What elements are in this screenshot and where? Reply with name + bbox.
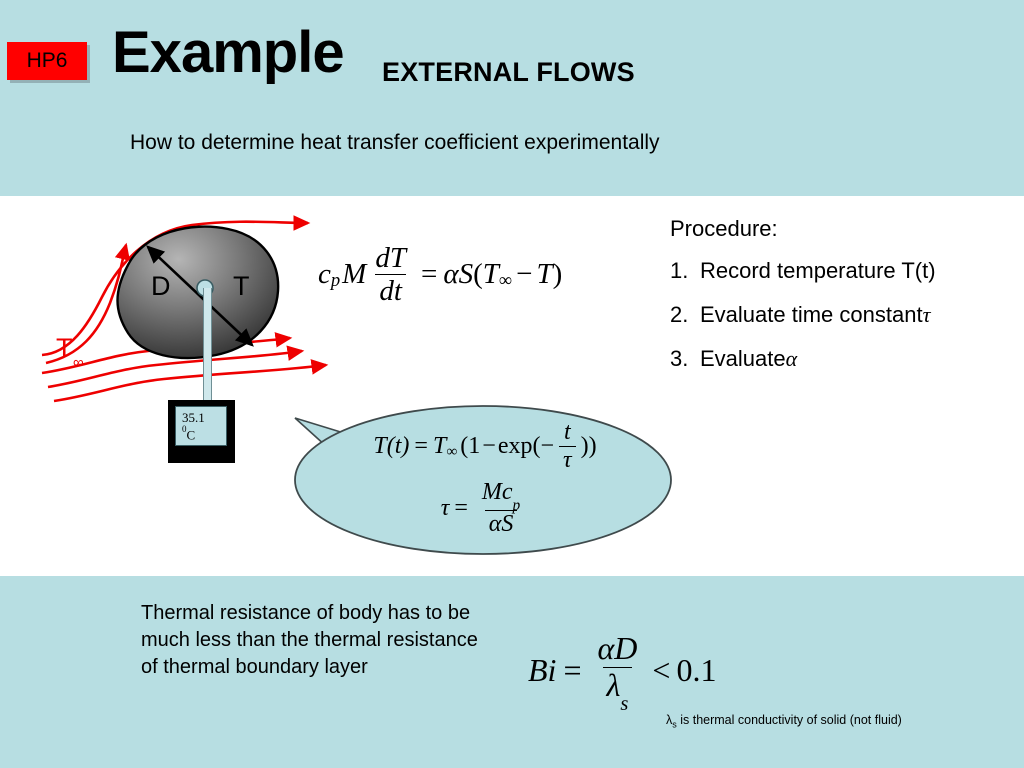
procedure-list: 1. Record temperature T(t) 2. Evaluate t… — [670, 258, 1010, 390]
eq-gov-close: ) — [552, 258, 563, 291]
temperature-display-screen: 35.1 0C — [175, 406, 227, 446]
eq-tau-num-M: M — [481, 479, 502, 506]
eq-tau-equals: = — [454, 495, 468, 522]
equation-governing: c p M dT dt = α S ( T ∞ − T ) — [318, 243, 562, 307]
eq-bi-den-sub: s — [620, 692, 629, 715]
procedure-heading: Procedure: — [670, 216, 778, 241]
temperature-display: 35.1 0C — [168, 400, 235, 463]
streamline-leading — [45, 242, 131, 365]
eq-tau-den-alpha: α — [488, 511, 502, 538]
page-title: Example — [112, 20, 345, 85]
header-band — [0, 0, 1024, 196]
eq-gov-frac-den: dt — [375, 274, 406, 307]
eq-bi-num-D: D — [614, 630, 638, 666]
eq-gov-open: ( — [473, 258, 483, 291]
procedure-item-number: 3. — [670, 346, 689, 371]
diameter-label: D — [151, 271, 171, 301]
footnote-lambda-symbol: λ — [666, 713, 673, 727]
eq-tt-frac-num: t — [563, 419, 571, 445]
procedure-item-label: Evaluate time constant — [700, 302, 923, 327]
procedure-item: 1. Record temperature T(t) — [670, 258, 1010, 284]
degree-symbol: 0 — [182, 424, 187, 434]
eq-bi-fraction: αD λs — [593, 630, 641, 714]
eq-gov-frac-num: dT — [375, 242, 406, 274]
eq-tt-fraction: t τ — [559, 419, 576, 473]
procedure-item-number: 2. — [670, 302, 689, 327]
eq-bi-den: λs — [602, 666, 633, 714]
eq-gov-T: T — [536, 258, 553, 291]
eq-tt-tinf: T — [432, 433, 447, 460]
procedure-item-label: Evaluate — [700, 346, 786, 371]
eq-gov-equals: = — [420, 258, 438, 291]
freestream-temperature-label: T — [56, 333, 73, 363]
eq-bi-den-lambda: λ — [606, 666, 621, 703]
procedure-item-symbol: α — [785, 346, 798, 371]
eq-gov-cp: c — [318, 258, 331, 291]
eq-gov-alpha: α — [443, 258, 459, 291]
eq-bi-equals: = — [563, 651, 582, 688]
footnote-text: is thermal conductivity of solid (not fl… — [676, 713, 902, 727]
flow-diagram: D T T ∞ — [41, 215, 329, 403]
temperature-unit: 0C — [182, 424, 196, 443]
procedure-item-symbol: τ — [922, 302, 931, 327]
footnote-lambda-sub: s — [672, 719, 677, 730]
eq-tau-den-S: S — [501, 511, 514, 538]
biot-condition-note: Thermal resistance of body has to be muc… — [141, 602, 478, 678]
eq-gov-S: S — [458, 258, 474, 291]
callout-equations: T(t) = T ∞ (1 − exp(− t τ )) τ = Mcp αS — [330, 419, 640, 537]
eq-tt-frac-den: τ — [559, 446, 576, 473]
eq-bi-num: αD — [593, 630, 641, 667]
eq-tt-close: )) — [580, 433, 597, 460]
eq-tt-open: (1 — [460, 433, 481, 460]
eq-tt-tinf-sub: ∞ — [446, 442, 458, 460]
procedure-item: 3. Evaluate α — [670, 346, 1010, 372]
procedure-item-label: Record temperature T(t) — [700, 258, 936, 283]
eq-bi-num-alpha: α — [597, 630, 615, 666]
freestream-temperature-sub: ∞ — [73, 354, 84, 371]
diameter-arrow — [146, 245, 254, 347]
eq-bi-value: 0.1 — [676, 651, 717, 688]
eq-tt-exp: exp(− — [497, 433, 554, 460]
procedure-item-number: 1. — [670, 258, 689, 283]
eq-tau-fraction: Mcp αS — [478, 480, 524, 537]
page-subtitle-kicker: EXTERNAL FLOWS — [382, 57, 635, 87]
callout-bubble — [294, 405, 672, 555]
chapter-badge: HP6 — [7, 42, 87, 80]
eq-tt-minus: − — [482, 433, 496, 460]
temperature-value: 35.1 — [182, 410, 205, 425]
eq-gov-fraction: dT dt — [371, 243, 410, 307]
probe-stem — [203, 288, 212, 408]
eq-tt-lhs: T(t) — [373, 433, 410, 460]
eq-gov-Tinf: T — [482, 258, 499, 291]
eq-tau-num: Mcp — [478, 479, 524, 514]
chapter-badge-label: HP6 — [26, 49, 68, 72]
streamline-lower-3 — [53, 359, 329, 403]
procedure-item: 2. Evaluate time constant τ — [670, 302, 1010, 328]
eq-gov-minus: − — [516, 258, 533, 291]
celsius-symbol: C — [186, 427, 196, 443]
eq-tau-num-c-sub: p — [512, 497, 521, 515]
footer-band — [0, 576, 1024, 768]
eq-gov-Tinf-sub: ∞ — [498, 269, 513, 291]
eq-tau-num-c: c — [501, 479, 513, 506]
eq-tt-equals: = — [414, 433, 428, 460]
lambda-footnote: λs is thermal conductivity of solid (not… — [666, 713, 902, 730]
equation-biot-number: Bi = αD λs < 0.1 — [528, 630, 717, 714]
body-temperature-label: T — [233, 271, 250, 301]
eq-gov-M: M — [342, 258, 367, 291]
page-description: How to determine heat transfer coefficie… — [130, 131, 660, 154]
eq-tau-lhs: τ — [440, 495, 450, 522]
equation-temperature-response: T(t) = T ∞ (1 − exp(− t τ )) — [330, 419, 640, 473]
callout-ellipse — [294, 405, 672, 555]
eq-bi-less-than: < — [652, 651, 671, 688]
equation-time-constant: τ = Mcp αS — [330, 480, 640, 537]
eq-tau-den: αS — [484, 510, 518, 538]
eq-gov-cp-sub: p — [330, 269, 341, 291]
eq-bi-lhs: Bi — [528, 651, 557, 688]
streamline-lower-2 — [47, 345, 305, 389]
